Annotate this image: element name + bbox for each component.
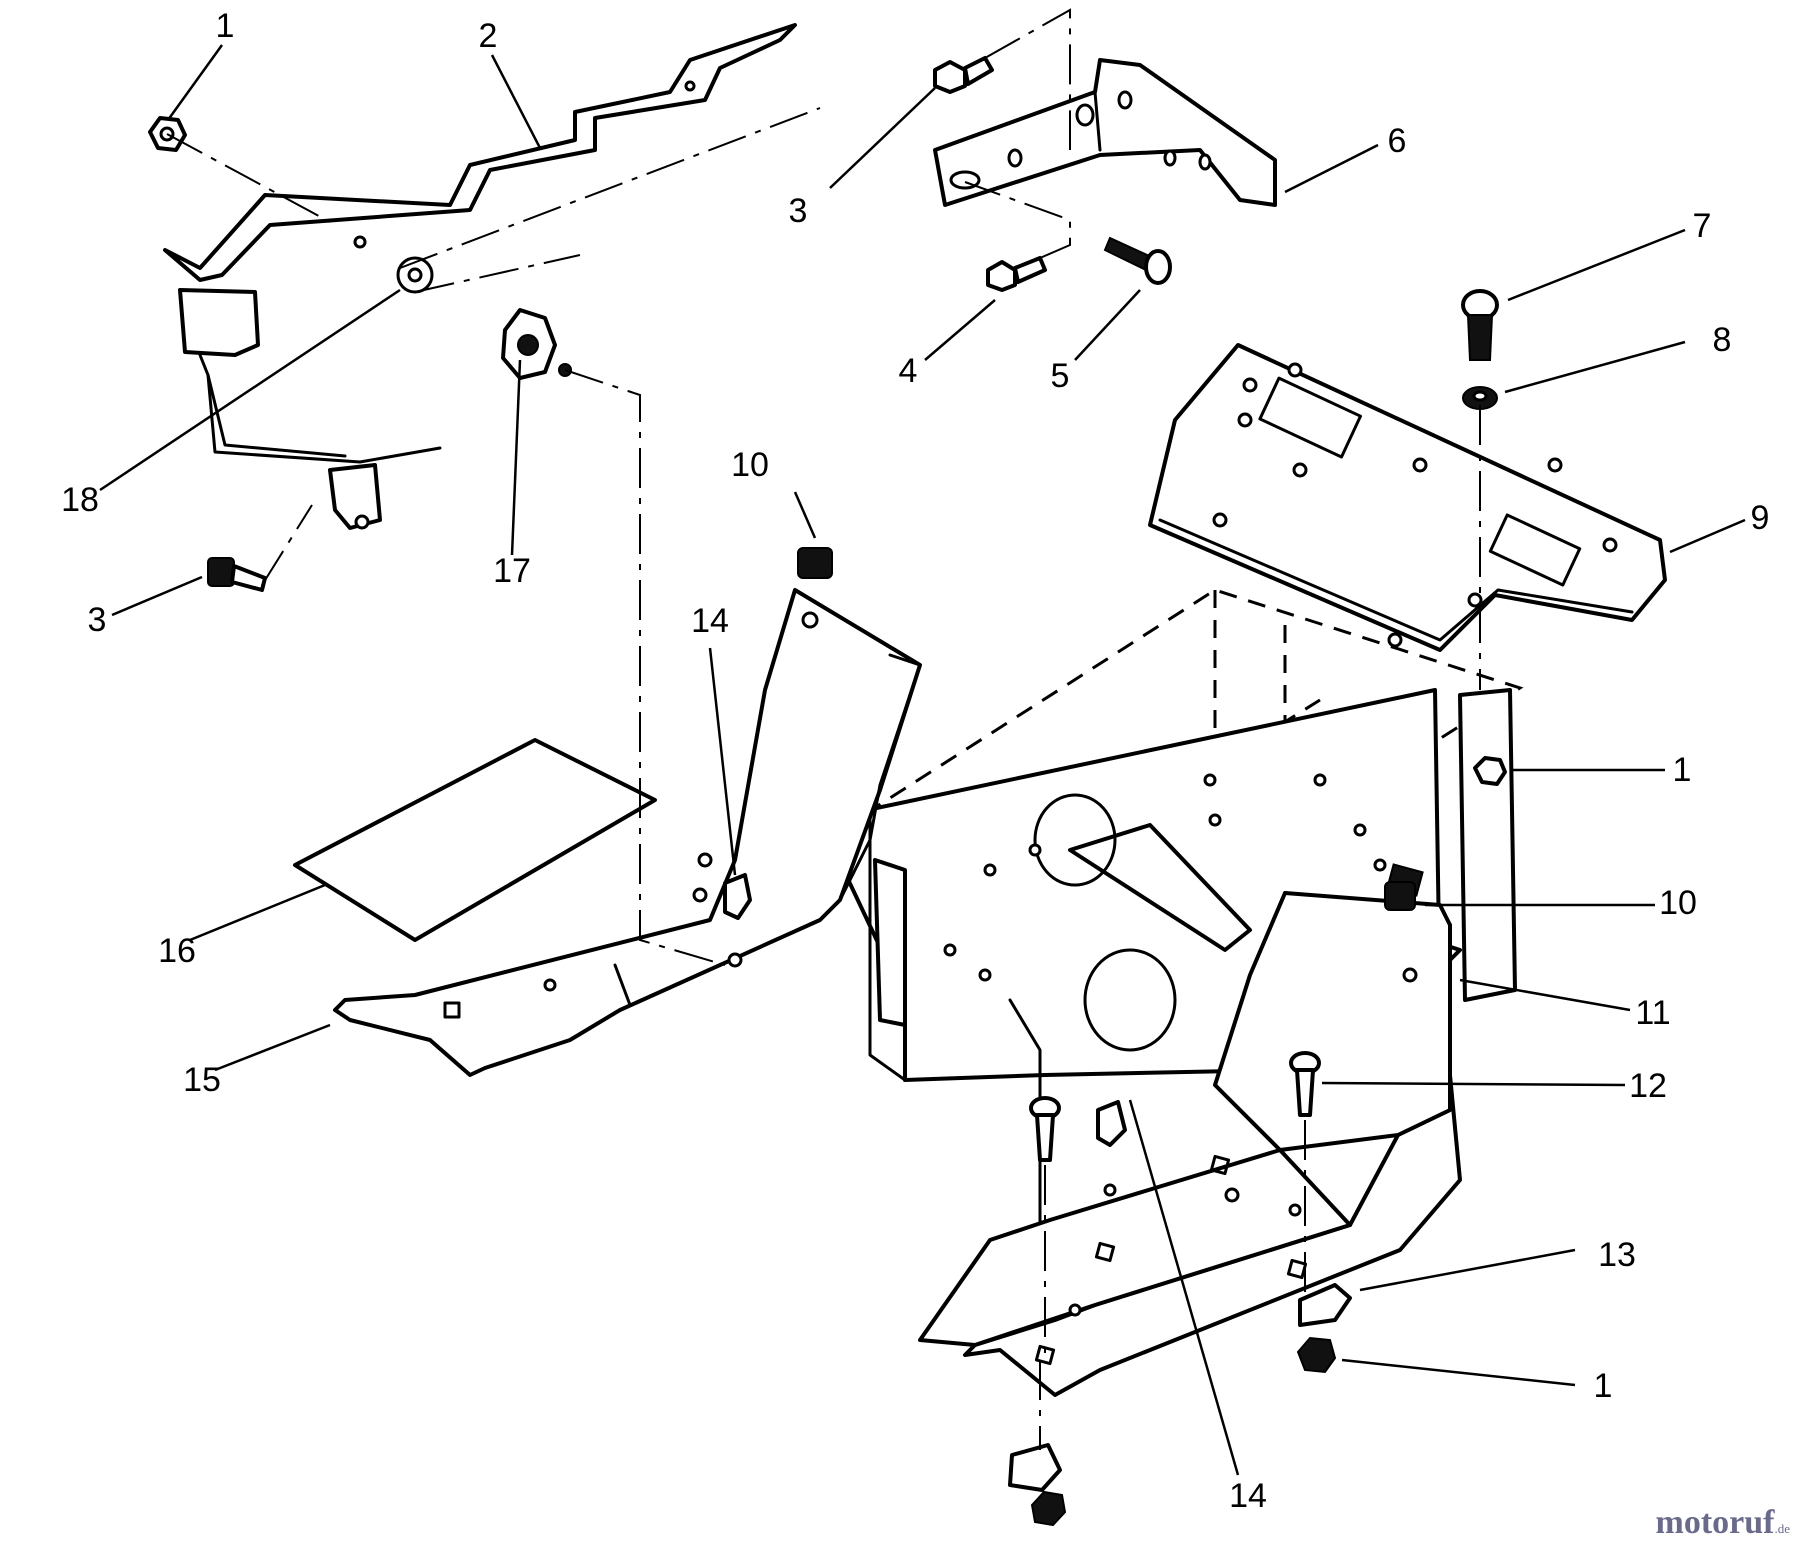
part-10-bumper-top: [797, 547, 833, 579]
callout-6: 6: [1388, 122, 1407, 160]
callout-3: 3: [88, 601, 107, 639]
part-10-bumper-right: [1384, 881, 1416, 911]
part-15-left-footrest: [333, 588, 922, 1077]
part-2-bracket: [163, 23, 797, 530]
leader-lines: [99, 44, 1746, 1476]
callout-12: 12: [1629, 1067, 1667, 1105]
callout-15: 15: [183, 1061, 221, 1099]
callout-2: 2: [479, 17, 498, 55]
watermark-logo: motoruf.de: [1656, 1504, 1791, 1542]
part-3-bolt-left: [207, 557, 267, 592]
callout-13: 13: [1598, 1236, 1636, 1274]
callout-16: 16: [158, 932, 196, 970]
part-1-nut-right: [1473, 756, 1507, 786]
callout-1: 1: [1673, 751, 1692, 789]
part-8-washer: [1462, 386, 1498, 410]
part-7-bolt: [1461, 289, 1499, 361]
callout-17: 17: [493, 552, 531, 590]
part-13-clamp: [1298, 1283, 1352, 1327]
callout-9: 9: [1751, 499, 1770, 537]
callout-3: 3: [789, 192, 808, 230]
callout-10: 10: [1659, 884, 1697, 922]
watermark-brand: motoruf: [1655, 1504, 1775, 1541]
callout-14: 14: [1229, 1477, 1267, 1515]
callout-1: 1: [1594, 1367, 1613, 1405]
part-16-floor-mat: [293, 738, 657, 942]
callouts: 1 2 3 4 5 6 7 8 9 18 3 17 10 14 1 10 16 …: [61, 7, 1769, 1515]
part-9-mounting-plate: [1148, 343, 1667, 652]
callout-10: 10: [731, 446, 769, 484]
lower-clamp: [1008, 1443, 1067, 1527]
part-17-knob: [501, 308, 572, 380]
part-14-clip-left: [723, 873, 752, 920]
callout-4: 4: [899, 352, 918, 390]
part-11-right-footrest: [918, 891, 1462, 1397]
part-1-nut-bottom: [1296, 1336, 1337, 1374]
part-3-bolt-top: [933, 56, 994, 94]
phantom-lines: [166, 8, 1481, 1450]
callout-8: 8: [1713, 321, 1732, 359]
callout-5: 5: [1051, 357, 1070, 395]
callout-1: 1: [216, 7, 235, 45]
callout-14: 14: [691, 602, 729, 640]
part-12-bolt-right: [1289, 1051, 1321, 1117]
callout-7: 7: [1693, 207, 1712, 245]
part-5-carriage-bolt: [1103, 236, 1172, 285]
part-4-bolt: [986, 256, 1047, 292]
part-14-clip-right: [1096, 1100, 1127, 1147]
watermark-suffix: .de: [1774, 1521, 1790, 1536]
callout-11: 11: [1635, 994, 1670, 1032]
part-6-angle-bracket: [933, 58, 1277, 207]
callout-18: 18: [61, 481, 99, 519]
part-12-bolt-left: [1029, 1096, 1061, 1162]
